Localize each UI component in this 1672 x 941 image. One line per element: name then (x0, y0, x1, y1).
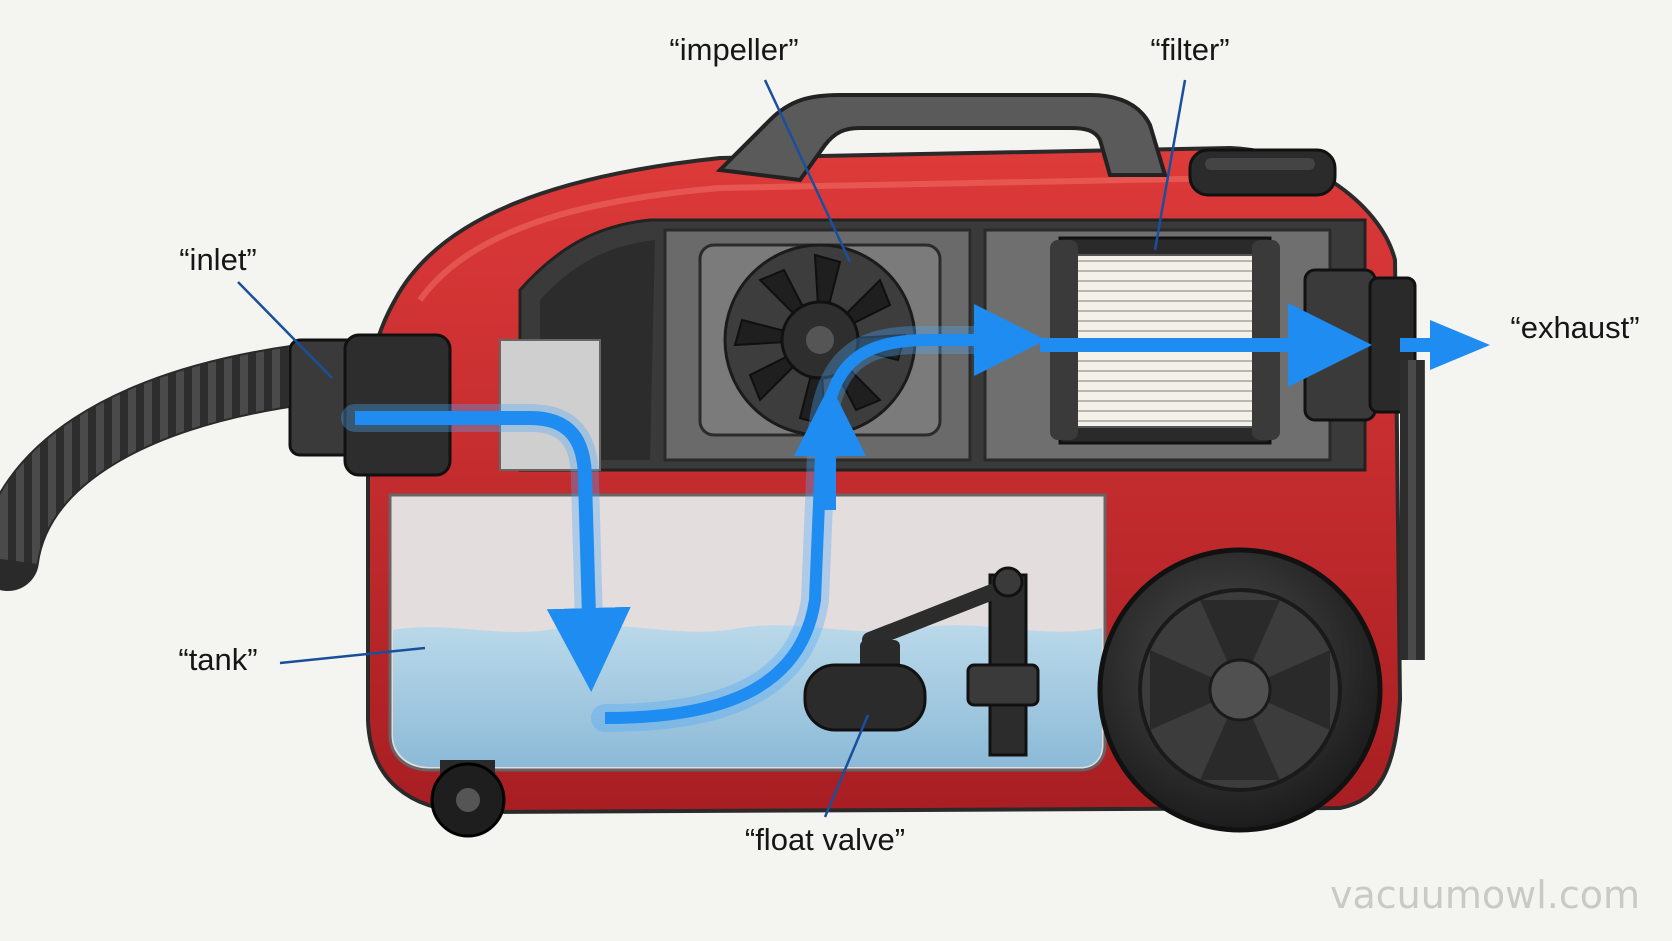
airflow-arrows (341, 303, 1490, 732)
leader-tank (279, 646, 426, 665)
carry-handle (715, 93, 1168, 183)
impeller (698, 243, 942, 437)
rear-wheel (1097, 547, 1383, 833)
leader-filter (1153, 79, 1187, 251)
leader-lines (237, 79, 1187, 818)
hose (0, 344, 331, 591)
watermark: vacuumowl.com (1330, 873, 1640, 917)
control-knob (1188, 148, 1337, 197)
leader-impeller (763, 79, 852, 263)
label-impeller: “impeller” (669, 32, 798, 67)
leader-float-valve (823, 714, 870, 818)
front-caster (430, 760, 506, 838)
label-exhaust: “exhaust” (1510, 310, 1639, 345)
label-tank: “tank” (178, 642, 257, 677)
float-valve (803, 566, 1040, 757)
label-filter: “filter” (1150, 32, 1229, 67)
inlet-coupler (288, 333, 452, 477)
label-float-valve: “float valve” (745, 822, 905, 857)
leader-inlet (237, 281, 333, 379)
label-inlet: “inlet” (179, 242, 257, 277)
